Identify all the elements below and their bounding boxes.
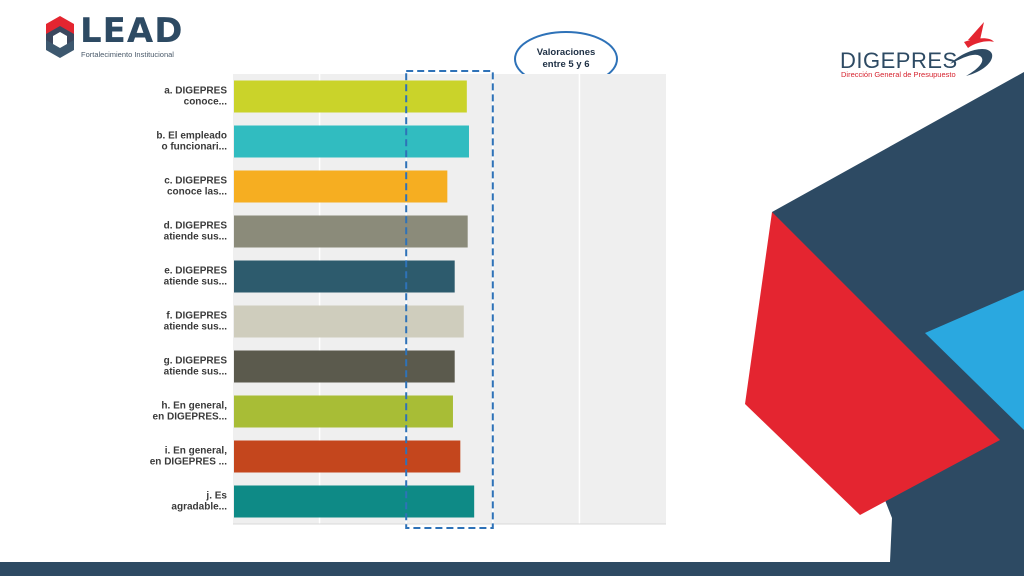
category-label-line: conoce... <box>184 97 228 108</box>
category-label-line: d. DIGEPRES <box>164 221 228 232</box>
bar-a <box>234 80 467 113</box>
category-label-line: f. DIGEPRES <box>166 311 227 322</box>
lead-logo: LEAD Fortalecimiento Institucional <box>44 12 194 64</box>
category-label-line: j. Es <box>205 491 227 502</box>
category-label-line: agradable... <box>171 502 227 513</box>
category-label-line: i. En general, <box>165 446 227 457</box>
sky-shape <box>925 290 1024 430</box>
bar-i <box>234 440 461 473</box>
category-label-line: h. En general, <box>161 401 227 412</box>
lead-hexagon-icon <box>46 16 74 58</box>
category-label-line: atiende sus... <box>164 277 228 288</box>
digepres-swoosh-icon <box>950 22 994 76</box>
bar-g <box>234 350 455 383</box>
category-label-line: g. DIGEPRES <box>164 356 228 367</box>
red-shape <box>745 212 1000 515</box>
lead-subtitle: Fortalecimiento Institucional <box>81 50 174 59</box>
lead-wordmark: LEAD <box>80 11 184 51</box>
category-label: i. En general,en DIGEPRES ... <box>150 446 227 468</box>
bar-b <box>234 125 469 158</box>
category-label-line: en DIGEPRES... <box>153 412 228 423</box>
bar-h <box>234 395 453 428</box>
bottom-band <box>0 562 1024 576</box>
callout-line-2: entre 5 y 6 <box>542 59 590 70</box>
bar-f <box>234 305 464 338</box>
category-label-line: atiende sus... <box>164 232 228 243</box>
digepres-subtitle: Dirección General de Presupuesto <box>841 70 956 79</box>
bar-d <box>234 215 468 248</box>
callout-line-1: Valoraciones <box>536 47 596 58</box>
category-label-line: e. DIGEPRES <box>164 266 227 277</box>
category-label-line: atiende sus... <box>164 367 228 378</box>
digepres-logo: DIGEPRES Dirección General de Presupuest… <box>836 20 996 90</box>
callout-text: Valoraciones entre 5 y 6 <box>518 47 614 71</box>
highlight-range-box <box>405 70 494 529</box>
category-label-line: atiende sus... <box>164 322 228 333</box>
bar-j <box>234 485 475 518</box>
category-label: h. En general,en DIGEPRES... <box>153 401 228 423</box>
digepres-wordmark: DIGEPRES <box>840 48 958 73</box>
category-label-line: o funcionari... <box>161 142 227 153</box>
category-label-line: conoce las... <box>167 187 227 198</box>
category-label-line: en DIGEPRES ... <box>150 457 227 468</box>
category-label-line: c. DIGEPRES <box>164 176 227 187</box>
bar-e <box>234 260 455 293</box>
bar-c <box>234 170 448 203</box>
category-label-line: b. El empleado <box>156 131 227 142</box>
category-label-line: a. DIGEPRES <box>164 86 227 97</box>
